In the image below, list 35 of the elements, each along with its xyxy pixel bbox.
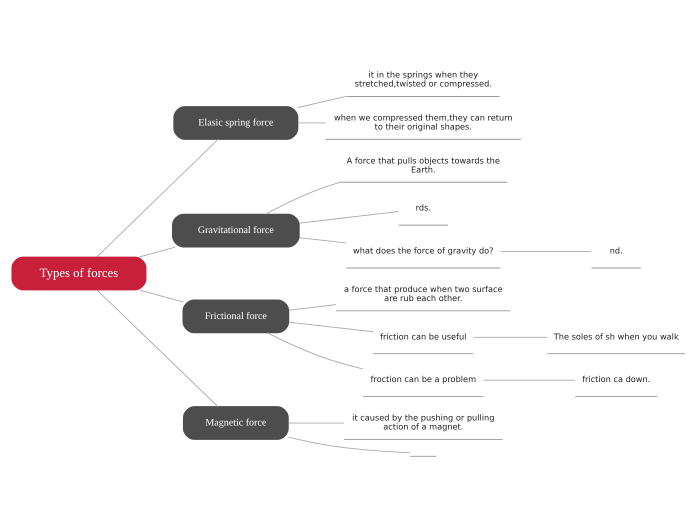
node-box: Magnetic force: [182, 406, 289, 440]
connector: [288, 422, 344, 424]
node-text: nd.: [610, 246, 623, 256]
node-text: The soles of sh when you walk: [554, 331, 679, 342]
node-box: Gravitational force: [172, 214, 300, 248]
node-box: Elasic spring force: [173, 106, 298, 140]
connector: [298, 237, 346, 244]
node-bar: [410, 456, 437, 457]
node-text: froction can be a problem: [370, 374, 476, 384]
connector: [96, 290, 218, 408]
connector: [96, 139, 218, 258]
connector: [138, 289, 184, 302]
node-text: it caused by the pushing or pulling action of a magnet.: [352, 412, 494, 432]
node-text: rds.: [416, 202, 431, 213]
connector: [266, 332, 364, 370]
connector: [288, 304, 337, 311]
connector: [298, 96, 348, 108]
connector: [138, 246, 176, 258]
node-text: friction can be useful: [380, 331, 466, 342]
node-box: Frictional force: [182, 299, 290, 334]
connector: [288, 436, 410, 454]
connector: [298, 122, 326, 124]
node-text: friction ca down.: [582, 374, 650, 384]
connector: [298, 211, 400, 224]
node-text: when we compressed them,they can return to their original shapes.: [334, 112, 513, 132]
node-text: a force that produce when two surface are rub each other.: [344, 284, 503, 304]
connector: [265, 182, 340, 215]
connector: [288, 322, 374, 332]
node-box: Types of forces: [11, 256, 146, 290]
connector: [483, 380, 576, 381]
connector: [500, 251, 592, 252]
node-text: what does the force of gravity do?: [353, 246, 494, 256]
connector: [473, 336, 548, 338]
node-text: it in the springs when they stretched,twisted or compressed.: [354, 70, 492, 89]
node-text: A force that pulls objects towards the Earth.: [346, 155, 500, 174]
